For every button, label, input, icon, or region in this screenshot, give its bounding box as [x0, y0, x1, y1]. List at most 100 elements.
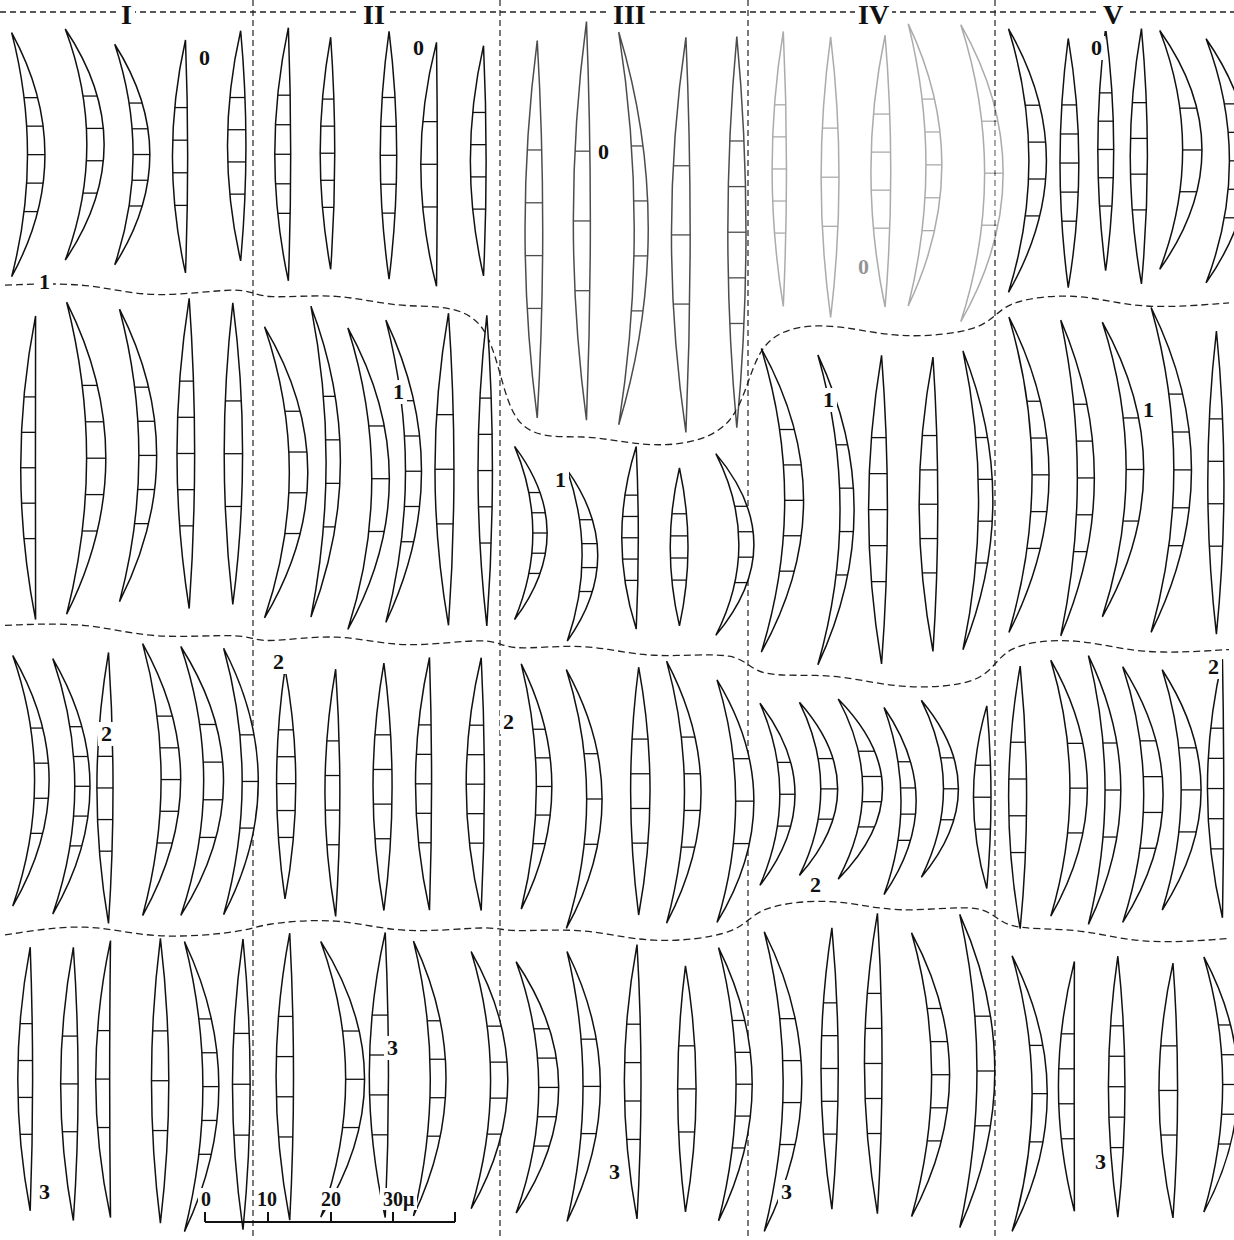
- septum: [62, 1131, 77, 1132]
- septum: [1030, 1141, 1043, 1142]
- septum: [24, 211, 38, 212]
- septum: [202, 1052, 217, 1053]
- septum: [416, 813, 431, 814]
- septum: [922, 98, 934, 99]
- septum: [1076, 514, 1092, 515]
- septum: [97, 787, 113, 788]
- septum: [370, 1094, 389, 1095]
- septum: [277, 810, 295, 811]
- septum: [86, 160, 103, 161]
- conidium-wall: [96, 941, 111, 1218]
- septum: [369, 425, 384, 426]
- septum: [473, 112, 486, 113]
- septum: [180, 380, 194, 381]
- conidium: [478, 315, 492, 626]
- septum: [427, 1020, 440, 1021]
- septum: [24, 396, 36, 397]
- septum: [20, 1023, 32, 1024]
- conidium-wall: [921, 700, 958, 877]
- septum: [1068, 743, 1083, 744]
- septum: [534, 1145, 550, 1146]
- septum: [1100, 92, 1112, 93]
- septum: [18, 1097, 33, 1098]
- septum: [862, 801, 881, 802]
- septum: [581, 1133, 596, 1134]
- conidium: [864, 913, 882, 1213]
- septum: [631, 808, 650, 809]
- septum: [681, 846, 695, 847]
- septum: [278, 95, 290, 96]
- septum: [573, 220, 590, 221]
- septum: [681, 736, 695, 737]
- septum: [177, 453, 195, 454]
- septum: [1143, 776, 1162, 777]
- conidium-wall: [1208, 331, 1224, 634]
- row-number: 1: [552, 468, 569, 492]
- septum: [138, 421, 155, 422]
- row-number: 3: [384, 1036, 401, 1060]
- conidium-wall: [624, 945, 641, 1219]
- conidium-wall: [65, 29, 104, 260]
- conidium-wall: [821, 37, 839, 318]
- septum: [1100, 205, 1112, 206]
- septum: [129, 205, 142, 206]
- septum: [224, 453, 242, 454]
- septum: [985, 173, 1004, 174]
- septum: [1161, 1045, 1177, 1046]
- conidium: [1009, 317, 1049, 632]
- conidium: [380, 31, 396, 279]
- conidium-wall: [521, 664, 552, 909]
- conidium: [386, 320, 422, 622]
- conidium: [671, 37, 690, 432]
- septum: [199, 1154, 212, 1155]
- septum: [139, 455, 157, 456]
- septum: [622, 537, 639, 538]
- conidium-wall: [1207, 659, 1223, 918]
- septum: [132, 128, 148, 129]
- conidium-wall: [61, 947, 78, 1220]
- conidium: [1098, 28, 1114, 271]
- septum: [382, 97, 395, 98]
- septum: [1070, 787, 1087, 788]
- septum: [1219, 1143, 1231, 1144]
- septum: [575, 290, 590, 291]
- septum: [1222, 1054, 1234, 1055]
- septum: [322, 207, 333, 208]
- septum: [372, 1014, 388, 1015]
- septum: [202, 1120, 217, 1121]
- septum: [129, 102, 142, 103]
- septum: [323, 396, 335, 397]
- conidium: [325, 669, 340, 916]
- conidium: [1060, 38, 1079, 287]
- septum: [926, 164, 942, 165]
- septum: [278, 1016, 292, 1017]
- conidium-wall: [772, 31, 786, 306]
- conidium-wall: [321, 941, 365, 1217]
- septum: [533, 532, 547, 533]
- septum: [20, 1134, 32, 1135]
- septum: [133, 154, 150, 155]
- conidium-wall: [622, 446, 639, 629]
- septum: [1060, 133, 1078, 134]
- conidium: [719, 948, 753, 1221]
- conidium-wall: [320, 37, 335, 269]
- septum: [1009, 815, 1027, 816]
- septum: [587, 798, 602, 799]
- septum: [178, 417, 195, 418]
- conidium: [1123, 667, 1163, 923]
- conidium: [320, 37, 335, 269]
- septum: [775, 104, 786, 105]
- septum: [1211, 848, 1224, 849]
- conidium-wall: [869, 355, 888, 664]
- septum: [684, 773, 700, 774]
- septum: [580, 519, 593, 520]
- septum: [735, 506, 747, 507]
- septum: [1159, 1090, 1178, 1091]
- conidium-wall: [1098, 28, 1114, 271]
- septum: [200, 724, 216, 725]
- septum: [1174, 469, 1192, 470]
- conidium-wall: [973, 706, 991, 889]
- conidium: [1204, 957, 1234, 1212]
- septum: [1169, 393, 1183, 394]
- conidium-wall: [224, 303, 242, 605]
